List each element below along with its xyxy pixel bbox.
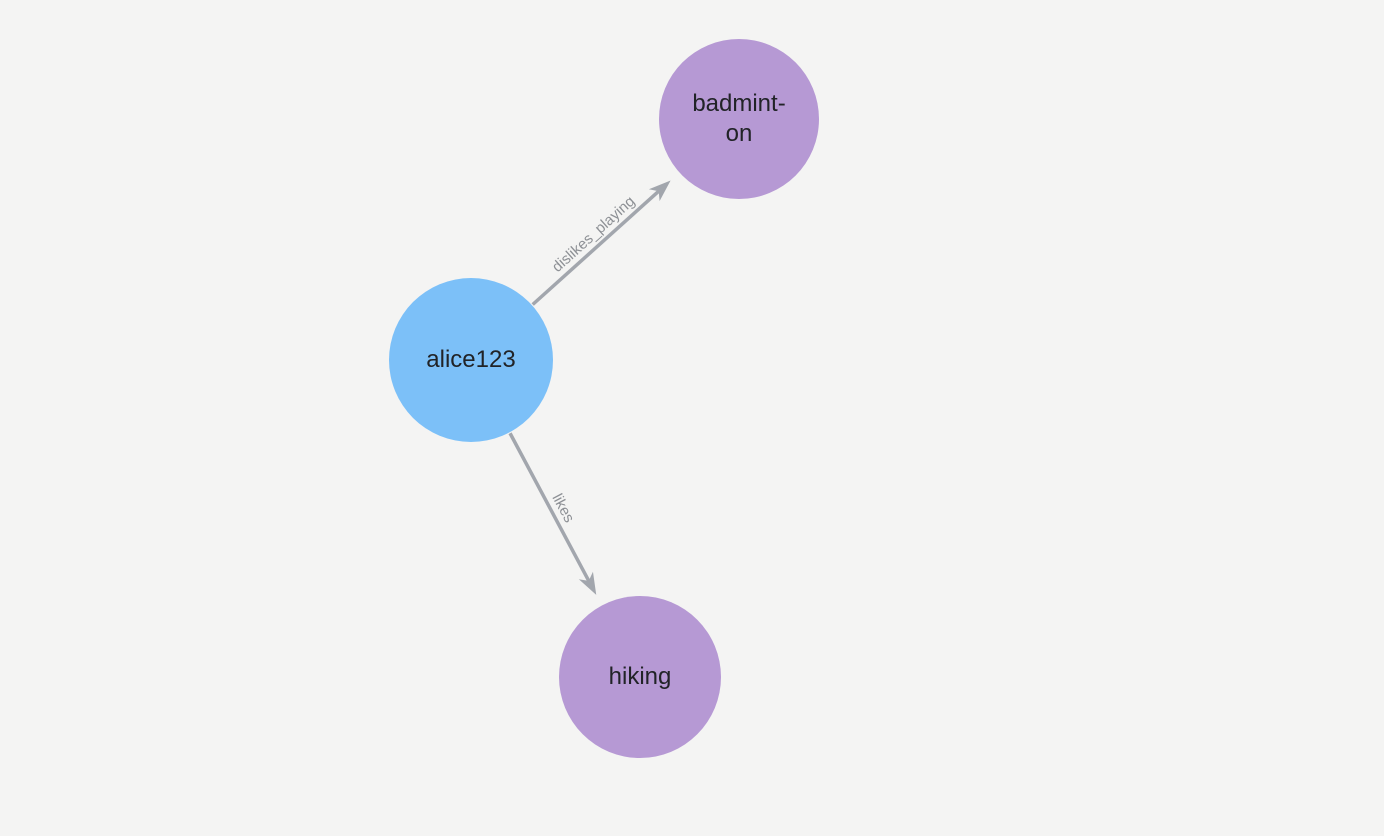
node-hiking[interactable]: hiking — [559, 596, 721, 758]
edge-likes: likes — [508, 432, 597, 595]
edge-label[interactable]: likes — [548, 491, 577, 525]
edge-line[interactable] — [508, 432, 592, 585]
edge-label[interactable]: dislikes_playing — [549, 193, 638, 276]
node-label: hiking — [608, 663, 672, 690]
arrowhead-icon — [648, 180, 671, 202]
arrowhead-icon — [578, 571, 597, 595]
node-label: badmint- on — [692, 90, 786, 147]
node-badminton[interactable]: badmint- on — [659, 39, 819, 199]
edge-line[interactable] — [531, 187, 663, 306]
node-label: alice123 — [426, 346, 516, 373]
edge-dislikes-playing: dislikes_playing — [531, 180, 671, 306]
node-alice123[interactable]: alice123 — [389, 278, 553, 442]
